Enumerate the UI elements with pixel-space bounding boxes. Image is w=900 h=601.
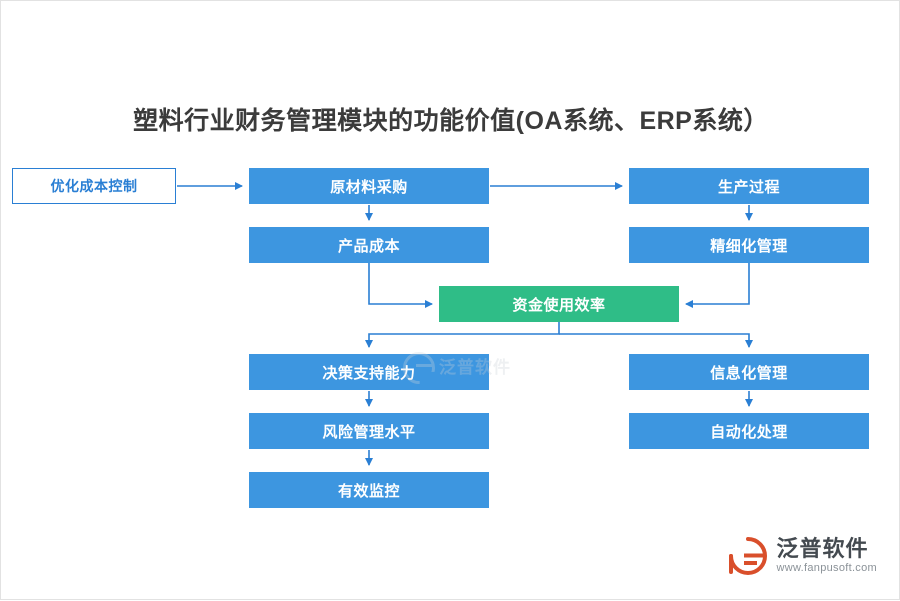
brand-logo-text: 泛普软件 www.fanpusoft.com xyxy=(777,537,877,575)
node-label: 资金使用效率 xyxy=(512,296,606,314)
node-fund-usage-efficiency[interactable]: 资金使用效率 xyxy=(439,286,679,322)
brand-url: www.fanpusoft.com xyxy=(776,562,877,575)
node-information-management[interactable]: 信息化管理 xyxy=(629,354,869,390)
node-label: 风险管理水平 xyxy=(322,423,416,441)
node-risk-management-level[interactable]: 风险管理水平 xyxy=(249,413,489,449)
brand-logo: 泛普软件 www.fanpusoft.com xyxy=(727,535,877,577)
node-raw-material-purchase[interactable]: 原材料采购 xyxy=(249,168,489,204)
node-product-cost[interactable]: 产品成本 xyxy=(249,227,489,263)
node-label: 有效监控 xyxy=(337,482,400,500)
page-title: 塑料行业财务管理模块的功能价值(OA系统、ERP系统） xyxy=(133,107,769,135)
brand-name: 泛普软件 xyxy=(776,536,869,562)
brand-logo-icon xyxy=(727,535,769,577)
node-decision-support[interactable]: 决策支持能力 xyxy=(249,354,489,390)
node-label: 决策支持能力 xyxy=(322,364,416,382)
node-label: 信息化管理 xyxy=(710,364,788,382)
node-effective-monitoring[interactable]: 有效监控 xyxy=(249,472,489,508)
node-label: 精细化管理 xyxy=(710,237,788,255)
node-label: 自动化处理 xyxy=(710,423,788,441)
node-automatic-processing[interactable]: 自动化处理 xyxy=(629,413,869,449)
node-label: 优化成本控制 xyxy=(50,178,138,194)
node-label: 生产过程 xyxy=(717,178,780,196)
node-production-process[interactable]: 生产过程 xyxy=(629,168,869,204)
node-label: 原材料采购 xyxy=(330,178,408,196)
node-optimize-cost-control[interactable]: 优化成本控制 xyxy=(12,168,176,204)
node-label: 产品成本 xyxy=(337,237,400,255)
node-refined-management[interactable]: 精细化管理 xyxy=(629,227,869,263)
